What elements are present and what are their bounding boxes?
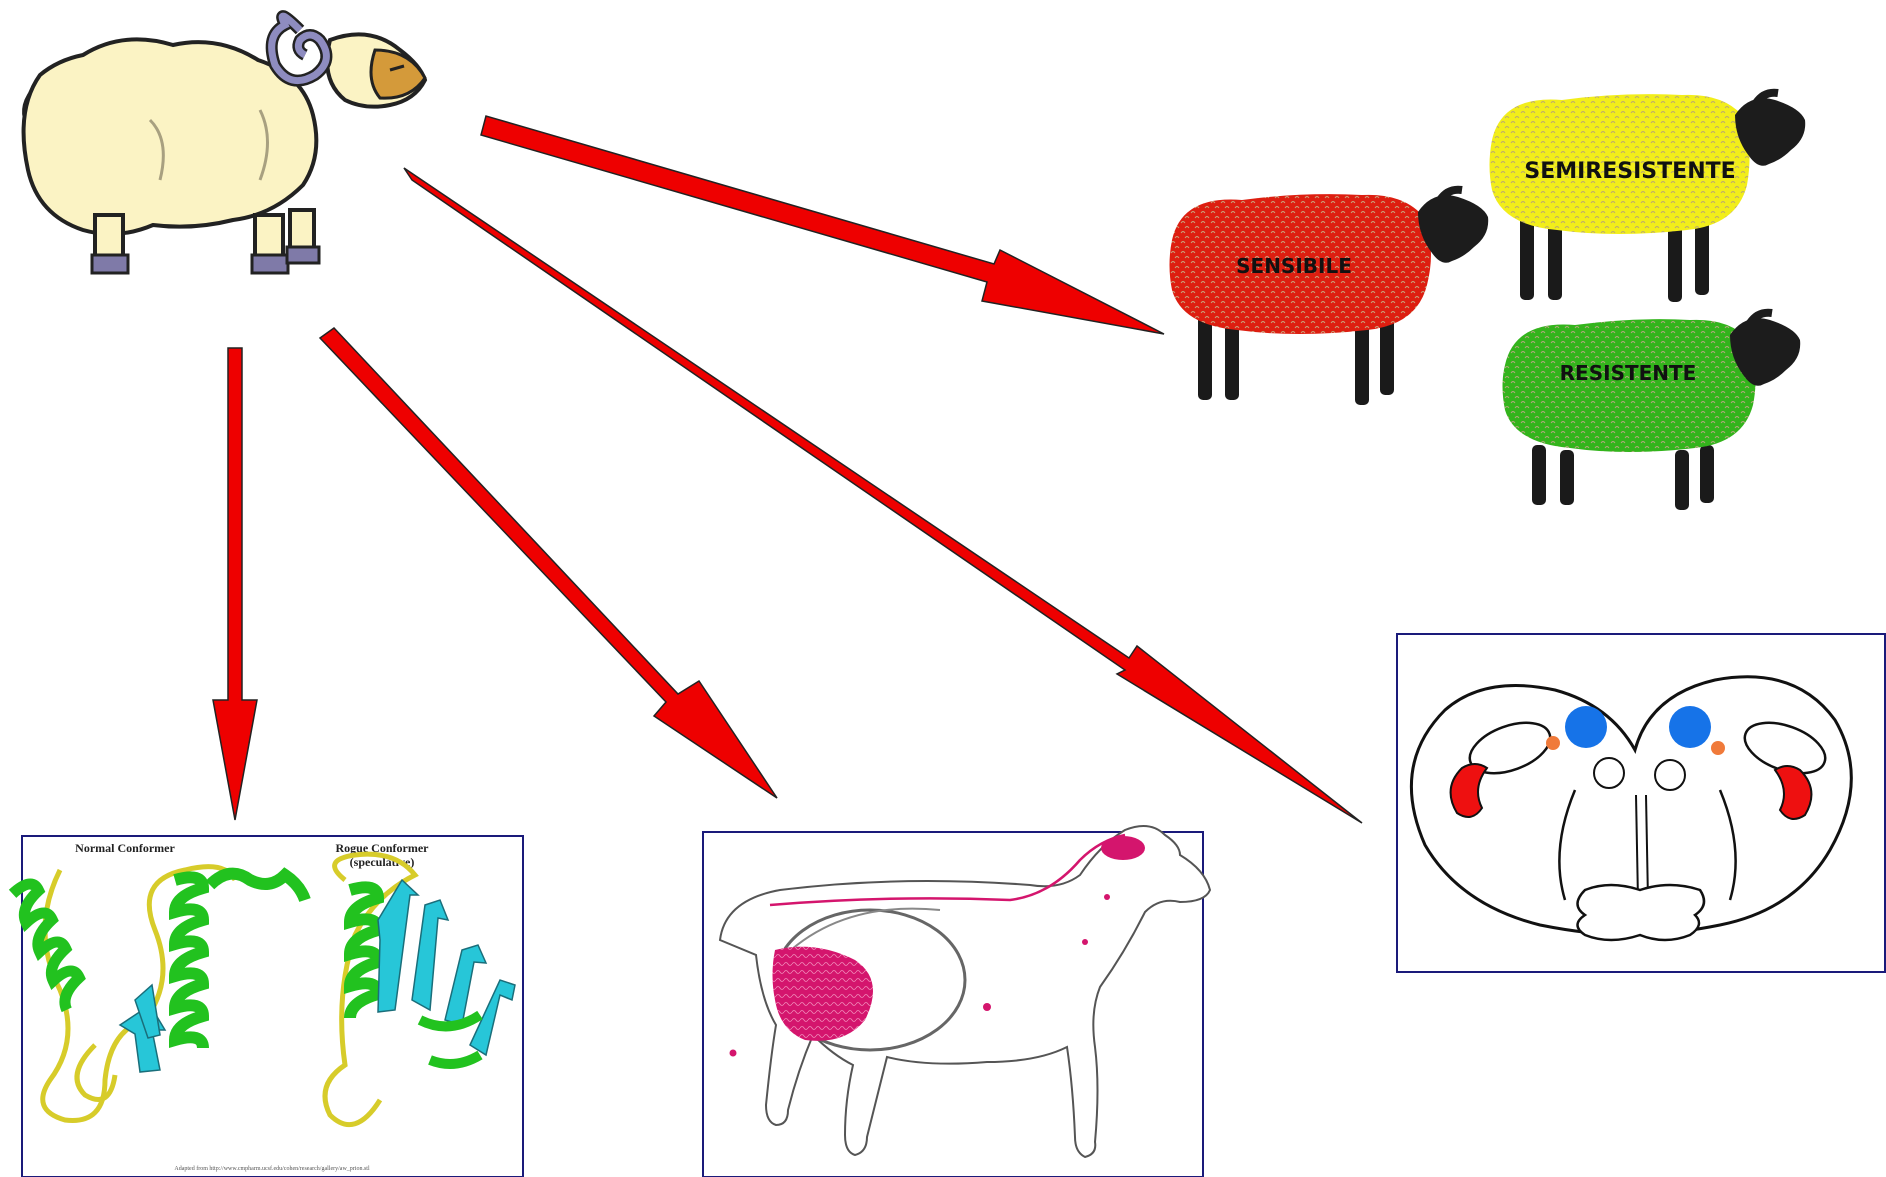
protein-panel: Normal Conformer Rogue Conformer (specul…	[11, 836, 523, 1177]
sheep-sensibile: SENSIBILE	[1170, 190, 1489, 405]
brainstem-panel	[1397, 634, 1885, 972]
protein-credit: Adapted from http://www.cmpharm.ucsf.edu…	[174, 1165, 370, 1172]
label-resistente: RESISTENTE	[1560, 361, 1697, 385]
sheep-semiresistente: SEMIRESISTENTE	[1490, 93, 1806, 302]
arrow-to-anatomy	[320, 328, 777, 798]
label-normal-conformer: Normal Conformer	[75, 841, 175, 855]
label-rogue-conformer: Rogue Conformer	[336, 841, 430, 855]
arrow-to-genotypes	[481, 116, 1164, 334]
sheep-resistente: RESISTENTE	[1503, 313, 1801, 510]
ram-icon	[24, 16, 425, 273]
arrow-to-protein	[213, 348, 257, 820]
anatomy-panel	[703, 826, 1210, 1177]
label-semiresistente: SEMIRESISTENTE	[1524, 159, 1735, 184]
label-sensibile: SENSIBILE	[1236, 254, 1352, 278]
